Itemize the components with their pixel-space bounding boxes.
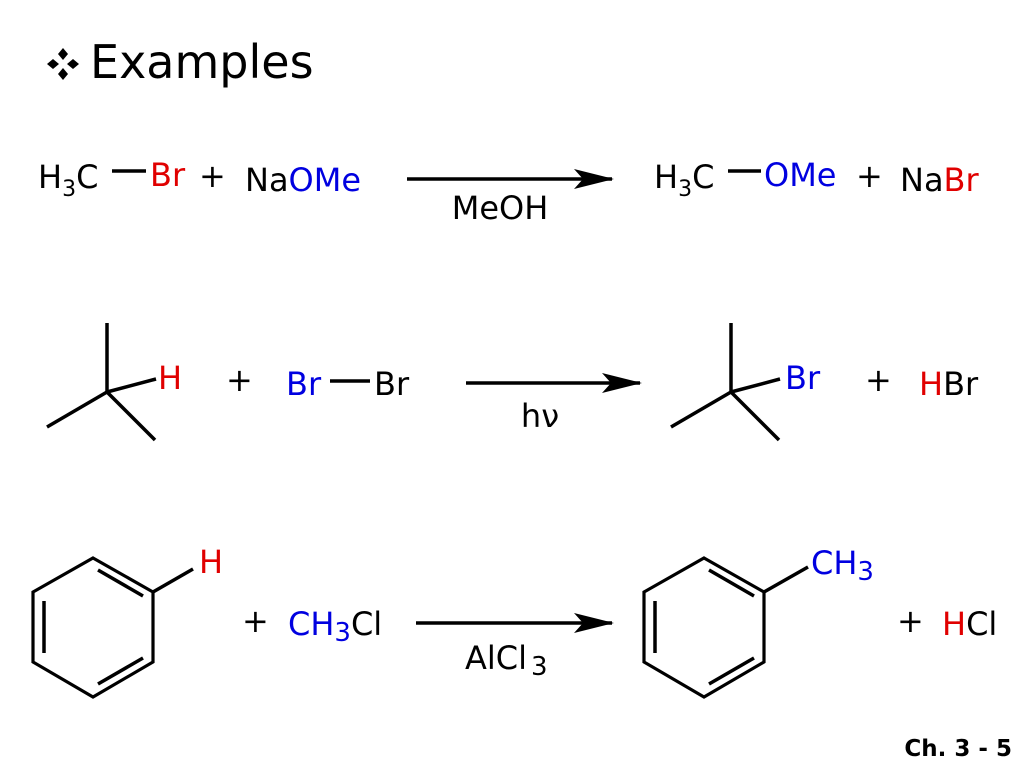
reaction-2-plus-2: + <box>865 361 892 399</box>
reaction-2-product-hbr: HBr <box>919 365 979 403</box>
reaction-1-reactant-ch3: H3C <box>38 158 98 202</box>
reaction-1-product-ome: OMe <box>764 156 836 194</box>
reaction-1-plus-2: + <box>856 157 883 195</box>
reaction-1: H3C Br + NaOMe MeOH H3C OMe + NaBr <box>38 156 980 227</box>
toluene-ring <box>642 556 809 699</box>
reaction-3-plus-2: + <box>897 602 924 640</box>
reaction-3-product-ch3: CH3 <box>811 544 874 587</box>
reaction-3-plus-1: + <box>242 602 269 640</box>
reaction-2-plus-1: + <box>226 361 253 399</box>
reaction-1-product-ch3: H3C <box>654 158 714 202</box>
reaction-3-reactant-h: H <box>199 543 223 581</box>
reaction-2-reagent-br-right: Br <box>374 365 410 403</box>
reaction-1-condition: MeOH <box>452 189 549 227</box>
reaction-1-plus-1: + <box>199 157 226 195</box>
reaction-1-reagent: NaOMe <box>245 161 361 199</box>
reaction-2: H + Br Br hν Br + HBr <box>46 323 979 442</box>
slide-footer-page-number: Ch. 3 - 5 <box>904 736 1012 762</box>
reaction-2-reagent-br-left: Br <box>286 365 322 403</box>
reaction-2-reactant-h: H <box>158 359 182 397</box>
benzene-ring <box>31 556 194 699</box>
reaction-1-reactant-br: Br <box>150 156 186 194</box>
reaction-1-product-nabr: NaBr <box>900 161 980 199</box>
reaction-2-condition: hν <box>521 397 559 435</box>
reaction-3-product-hcl: HCl <box>942 605 997 643</box>
tert-butyl-skeleton <box>670 323 781 442</box>
page-title: Examples <box>90 35 314 89</box>
reaction-2-product-br: Br <box>785 359 821 397</box>
title-bullet-icon <box>47 48 79 80</box>
isobutane-skeleton <box>46 323 157 442</box>
reaction-3-reagent: CH3Cl <box>288 605 382 648</box>
